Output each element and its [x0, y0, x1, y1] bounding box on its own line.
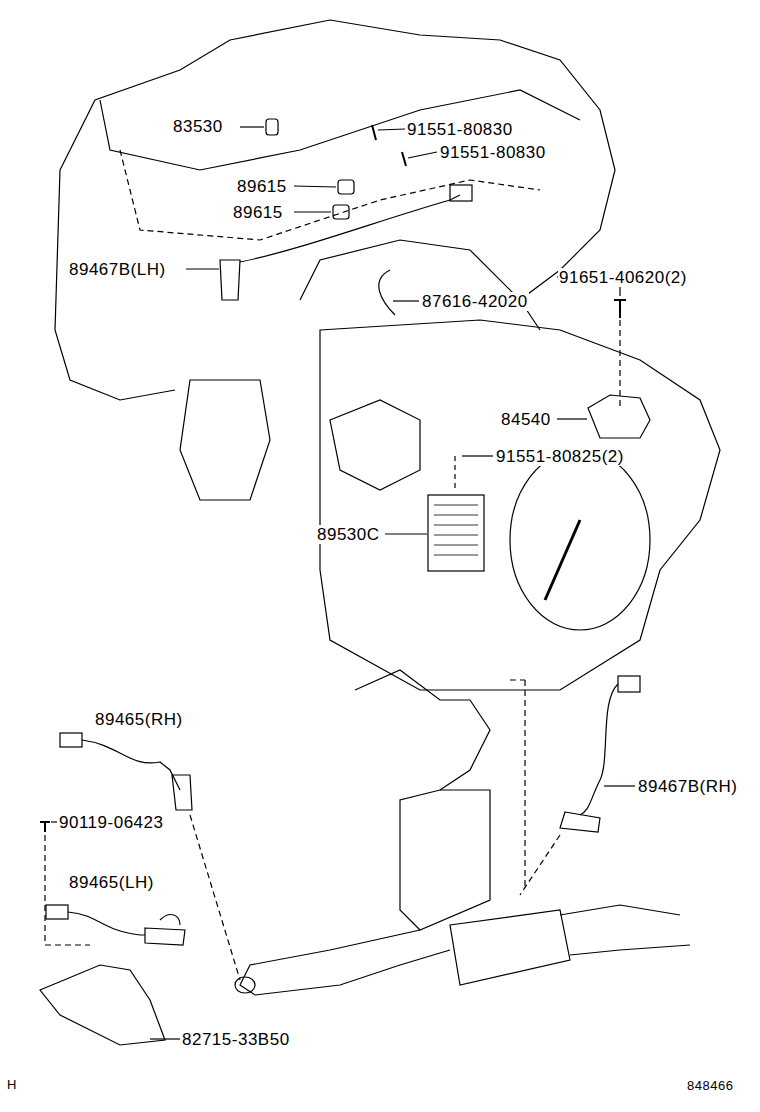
reference-line [190, 815, 240, 980]
callout-number: H [6, 1077, 18, 1092]
leader-line [557, 418, 587, 419]
leader-line [604, 785, 635, 786]
callout-number: 91551-80830 [406, 120, 514, 139]
oxygen-sensor [560, 812, 600, 832]
connector [450, 185, 472, 201]
callout-number: 89467B(LH) [68, 260, 167, 279]
bolt-line [454, 456, 455, 490]
leader-line [240, 126, 264, 127]
sensor-wire [82, 740, 180, 790]
harness [379, 270, 395, 315]
exhaust-manifold [355, 670, 490, 790]
shaft [545, 520, 580, 600]
sensor-wire [68, 912, 145, 935]
oxygen-sensor [220, 260, 240, 300]
engine-detail [100, 90, 580, 170]
bracket [40, 965, 165, 1045]
callout-number: 89615 [236, 177, 288, 196]
engine-outline [60, 20, 615, 330]
oxygen-sensor [172, 775, 192, 810]
callout-number: 83530 [172, 117, 224, 136]
exhaust-pipe [400, 790, 490, 930]
leader-line [393, 300, 419, 301]
connector [618, 676, 640, 692]
oxygen-sensor [145, 928, 185, 945]
bolt [40, 822, 50, 832]
callout-number: 89615 [232, 203, 284, 222]
callout-number: 90119-06423 [58, 813, 164, 832]
transaxle-detail [510, 450, 650, 630]
callout-number: 91551-80830 [439, 143, 547, 162]
engine-detail [300, 240, 520, 300]
callout-number: 89465(RH) [94, 710, 184, 729]
catalyst [450, 910, 570, 985]
sensor-flange [160, 915, 180, 925]
exhaust-pipe [240, 930, 450, 995]
sensor [333, 205, 349, 219]
leader-line [186, 268, 219, 269]
sensor [338, 180, 354, 194]
switch [588, 395, 650, 438]
leader-line [294, 186, 336, 187]
leader-line [462, 455, 493, 456]
leader-line [294, 211, 331, 212]
sensor-wire [580, 684, 618, 815]
callout-number: 89530C [316, 525, 381, 544]
exhaust-pipe [560, 905, 690, 955]
reference-line [510, 680, 525, 890]
callout-number: 91651-40620(2) [558, 268, 688, 287]
engine-detail [120, 150, 540, 240]
leader-line [378, 129, 405, 130]
callout-number: 89465(LH) [68, 873, 155, 892]
transaxle-detail [330, 400, 420, 490]
bolt [372, 125, 406, 166]
callout-number: 82715-33B50 [181, 1030, 291, 1049]
engine-outline [55, 170, 175, 400]
control-module [428, 495, 484, 571]
callout-number: 87616-42020 [421, 292, 529, 311]
reference-line [520, 835, 560, 895]
leader-line [150, 1038, 180, 1039]
callout-number: 84540 [500, 410, 552, 429]
catalyst [180, 380, 270, 500]
callout-number: 89467B(RH) [637, 777, 739, 796]
control-module-fins [434, 505, 478, 555]
transaxle-outline [320, 320, 720, 690]
callout-number: 848466 [686, 1078, 734, 1093]
leader-line [385, 533, 427, 534]
leader-line [408, 152, 437, 158]
leader-line [51, 821, 57, 822]
connector [46, 905, 68, 919]
sensor [266, 119, 278, 135]
exhaust-flange [235, 977, 255, 993]
connector [60, 733, 82, 747]
bolt [614, 300, 626, 318]
callout-number: 91551-80825(2) [495, 447, 625, 466]
